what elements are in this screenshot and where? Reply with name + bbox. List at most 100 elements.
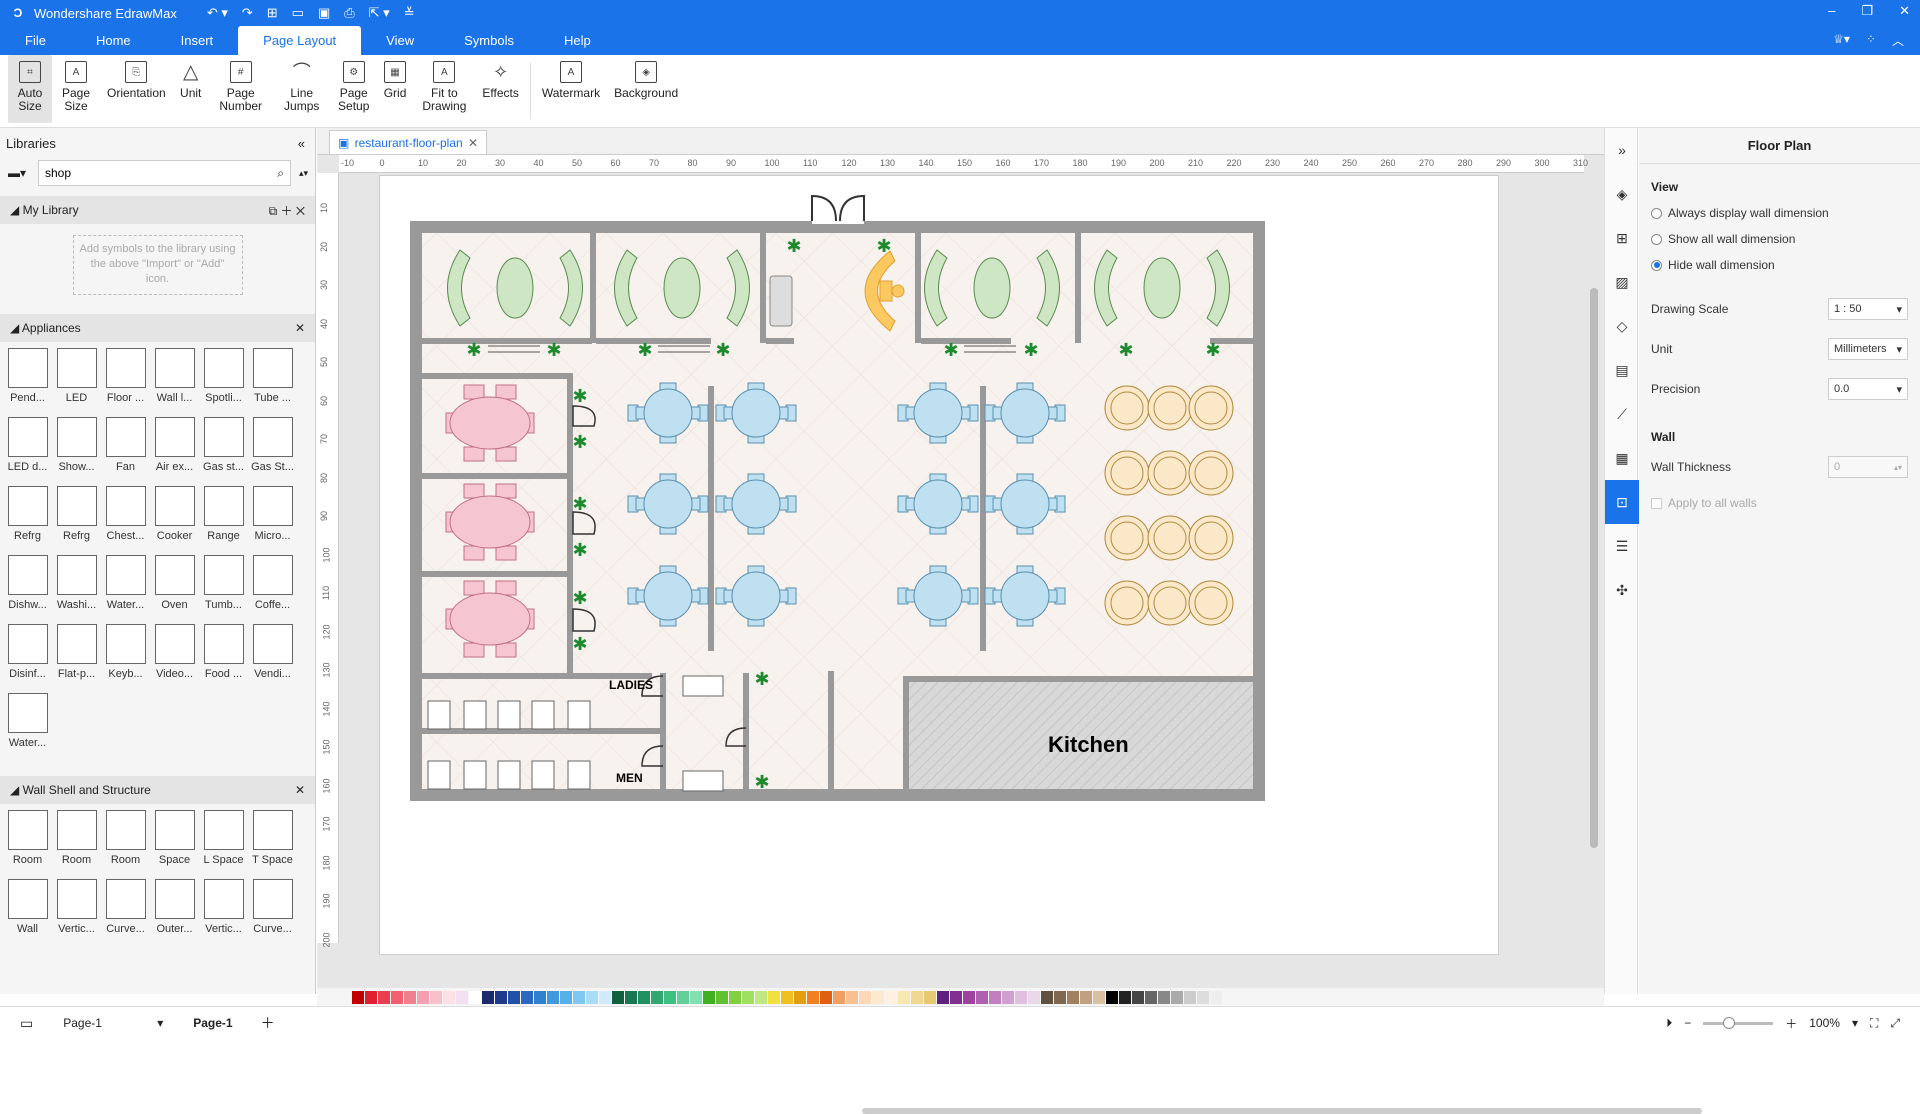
orientation-button[interactable]: ⎘Orientation [100, 55, 173, 100]
appliance-symbol[interactable]: Coffe... [248, 555, 297, 624]
appliance-symbol[interactable]: Floor ... [101, 348, 150, 417]
appliance-symbol[interactable]: Refrg [52, 486, 101, 555]
appliance-symbol[interactable]: Dishw... [3, 555, 52, 624]
library-menu-icon[interactable]: ▬▾ [8, 166, 27, 180]
palette-swatch[interactable] [1158, 990, 1170, 1004]
wall-symbol[interactable]: Room [52, 810, 101, 879]
auto-size-button[interactable]: ⌗Auto Size [8, 55, 52, 123]
zoom-out-icon[interactable]: − [1684, 1016, 1692, 1030]
wall-symbol[interactable]: Outer... [150, 879, 199, 948]
appliances-header[interactable]: ◢ Appliances✕ [0, 314, 315, 342]
palette-swatch[interactable] [846, 990, 858, 1004]
palette-swatch[interactable] [937, 990, 949, 1004]
active-page-tab[interactable]: Page-1 [193, 1016, 233, 1030]
minimize-icon[interactable]: – [1828, 3, 1836, 18]
appliance-symbol[interactable]: LED [52, 348, 101, 417]
palette-swatch[interactable] [1028, 990, 1040, 1004]
palette-swatch[interactable] [638, 990, 650, 1004]
palette-swatch[interactable] [1002, 990, 1014, 1004]
library-actions[interactable]: ⧉ ＋ ✕ [268, 203, 305, 218]
close-icon[interactable]: ✕ [294, 783, 305, 797]
appliance-symbol[interactable]: Chest... [101, 486, 150, 555]
radio-hide-wall[interactable]: Hide wall dimension [1639, 258, 1920, 272]
chevron-down-icon[interactable]: ▾ [1851, 1016, 1858, 1030]
palette-swatch[interactable] [729, 990, 741, 1004]
palette-swatch[interactable] [924, 990, 936, 1004]
restore-icon[interactable]: ❐ [1861, 3, 1874, 18]
new-icon[interactable]: ⊞ [266, 5, 278, 20]
zoom-slider[interactable] [1703, 1016, 1774, 1029]
palette-swatch[interactable] [1119, 990, 1131, 1004]
palette-swatch[interactable] [950, 990, 962, 1004]
palette-swatch[interactable] [690, 990, 702, 1004]
palette-swatch[interactable] [573, 990, 585, 1004]
fit-page-icon[interactable]: ⛶ [1869, 1015, 1879, 1030]
appliance-symbol[interactable]: Keyb... [101, 624, 150, 693]
export-icon[interactable]: ⇱ ▾ [368, 5, 390, 20]
palette-swatch[interactable] [911, 990, 923, 1004]
page-setup-button[interactable]: ⚙Page Setup [331, 55, 377, 113]
palette-swatch[interactable] [560, 990, 572, 1004]
layers-icon[interactable]: ◇ [1616, 317, 1628, 334]
palette-swatch[interactable] [807, 990, 819, 1004]
palette-swatch[interactable] [456, 990, 468, 1004]
wall-symbol[interactable]: L Space [199, 810, 248, 879]
appliance-symbol[interactable]: Gas St... [248, 417, 297, 486]
palette-swatch[interactable] [963, 990, 975, 1004]
thickness-stepper[interactable]: 0▴▾ [1828, 456, 1908, 478]
palette-swatch[interactable] [742, 990, 754, 1004]
appliance-symbol[interactable]: Range [199, 486, 248, 555]
palette-swatch[interactable] [976, 990, 988, 1004]
appliance-symbol[interactable]: Food ... [199, 624, 248, 693]
effects-button[interactable]: ✧Effects [482, 61, 519, 100]
close-tab-icon[interactable]: ✕ [467, 135, 478, 150]
image-icon[interactable]: ▨ [1615, 273, 1629, 290]
connect-icon[interactable]: ✣ [1616, 581, 1628, 598]
palette-swatch[interactable] [716, 990, 728, 1004]
palette-swatch[interactable] [417, 990, 429, 1004]
page-panel-icon[interactable]: ▭ [20, 1014, 34, 1031]
palette-swatch[interactable] [703, 990, 715, 1004]
wall-symbol[interactable]: Vertic... [52, 879, 101, 948]
format-icon[interactable]: ☰ [1615, 537, 1629, 554]
appliance-symbol[interactable]: Cooker [150, 486, 199, 555]
save-icon[interactable]: ▣ [317, 5, 331, 20]
palette-swatch[interactable] [586, 990, 598, 1004]
palette-swatch[interactable] [443, 990, 455, 1004]
close-icon[interactable]: ✕ [1899, 3, 1910, 18]
appliance-symbol[interactable]: Vendi... [248, 624, 297, 693]
background-button[interactable]: ◈Background [607, 55, 685, 100]
precision-select[interactable]: 0.0▾ [1828, 378, 1908, 400]
appliance-symbol[interactable]: Water... [101, 555, 150, 624]
search-icon[interactable]: ⌕ [277, 165, 284, 180]
palette-swatch[interactable] [1106, 990, 1118, 1004]
palette-swatch[interactable] [1080, 990, 1092, 1004]
menu-help[interactable]: Help [563, 33, 591, 48]
menu-file[interactable]: File [25, 33, 46, 48]
customize-icon[interactable]: ≚ [403, 5, 415, 20]
appliance-symbol[interactable]: Water... [3, 693, 52, 762]
palette-swatch[interactable] [1145, 990, 1157, 1004]
grid-button[interactable]: ▦Grid [377, 55, 414, 100]
palette-swatch[interactable] [885, 990, 897, 1004]
appliance-symbol[interactable]: Spotli... [199, 348, 248, 417]
drawing-page[interactable]: ✱ [379, 175, 1499, 955]
palette-swatch[interactable] [404, 990, 416, 1004]
palette-swatch[interactable] [391, 990, 403, 1004]
collapse-ribbon-icon[interactable]: ︿ [1891, 34, 1904, 48]
palette-swatch[interactable] [469, 990, 481, 1004]
appliance-symbol[interactable]: Flat-p... [52, 624, 101, 693]
palette-swatch[interactable] [1132, 990, 1144, 1004]
palette-swatch[interactable] [1041, 990, 1053, 1004]
search-scroll-icon[interactable]: ▴▾ [299, 167, 309, 178]
appliance-symbol[interactable]: Oven [150, 555, 199, 624]
menu-insert[interactable]: Insert [180, 33, 214, 48]
appliance-symbol[interactable]: Tumb... [199, 555, 248, 624]
style-icon[interactable]: ⊞ [1616, 229, 1628, 246]
horizontal-scrollbar[interactable] [862, 1108, 1702, 1114]
unit-button[interactable]: △Unit [180, 60, 202, 100]
palette-swatch[interactable] [599, 990, 611, 1004]
shirt-icon[interactable]: ♕▾ [1833, 32, 1850, 46]
palette-swatch[interactable] [495, 990, 507, 1004]
